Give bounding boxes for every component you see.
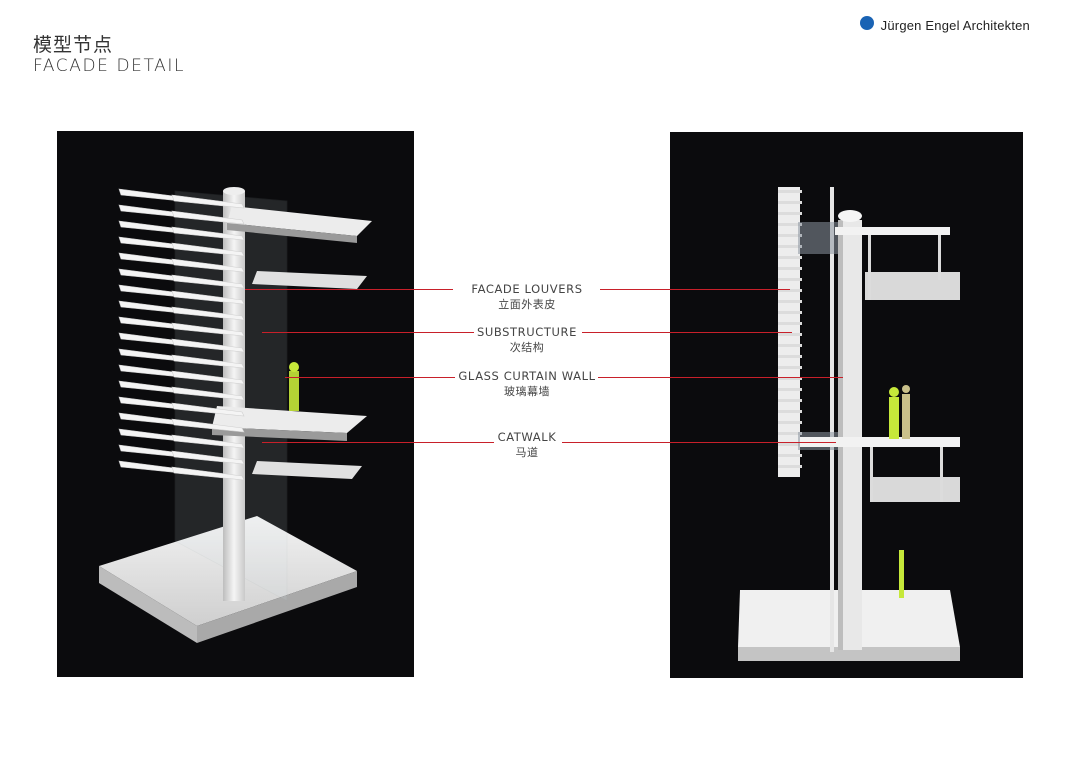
- louver-fin: [171, 242, 245, 257]
- leader-line-glass-left: [285, 377, 455, 378]
- louver-fin: [171, 194, 245, 209]
- louver-fin: [171, 274, 245, 289]
- louver-fin: [171, 306, 245, 321]
- louver-fin: [778, 355, 802, 358]
- louver-fin: [171, 402, 245, 417]
- callout-label-en: GLASS CURTAIN WALL: [458, 369, 596, 383]
- louver-fin: [778, 201, 802, 204]
- louver-fin: [171, 354, 245, 369]
- louver-fin: [778, 190, 802, 193]
- louver-fin: [778, 399, 802, 402]
- louver-fin: [778, 223, 802, 226]
- leader-line-substructure-left: [262, 332, 474, 333]
- brand-logo: Jürgen Engel Architekten: [859, 14, 1030, 36]
- callout-label-cn: 次结构: [509, 341, 545, 354]
- callout-glass-curtain-wall: GLASS CURTAIN WALL 玻璃幕墙: [427, 369, 627, 399]
- louver-fin: [778, 300, 802, 303]
- louver-fin: [171, 386, 245, 401]
- louver-fin: [778, 388, 802, 391]
- louver-fin: [171, 370, 245, 385]
- louver-fin: [778, 465, 802, 468]
- louver-fin: [778, 267, 802, 270]
- louver-fin: [778, 443, 802, 446]
- callout-label-cn: 马道: [515, 446, 539, 459]
- louver-fin: [778, 432, 802, 435]
- leader-line-glass-right: [598, 377, 843, 378]
- model-illustration-front: [99, 187, 372, 643]
- louver-fin: [778, 245, 802, 248]
- callout-catwalk: CATWALK 马道: [427, 430, 627, 460]
- leader-line-substructure-right: [582, 332, 792, 333]
- brand-dot-icon: [859, 16, 874, 30]
- louver-fin: [778, 212, 802, 215]
- louver-fin: [778, 322, 802, 325]
- callout-label-cn: 玻璃幕墙: [504, 385, 550, 398]
- louver-fin: [778, 366, 802, 369]
- louver-fin: [778, 377, 802, 380]
- callout-substructure: SUBSTRUCTURE 次结构: [427, 325, 627, 355]
- leader-line-louvers-right: [600, 289, 790, 290]
- louver-fin: [171, 418, 245, 433]
- leader-line-louvers-left: [245, 289, 453, 290]
- page-title-cn: 模型节点: [33, 34, 114, 56]
- louver-fin: [778, 289, 802, 292]
- model-photo-front: [57, 131, 414, 677]
- model-illustration-side: [738, 187, 960, 661]
- callout-label-en: CATWALK: [497, 430, 557, 444]
- louver-fin: [171, 466, 245, 481]
- louver-fin: [171, 290, 245, 305]
- louver-fin: [778, 410, 802, 413]
- leader-line-catwalk-right: [562, 442, 836, 443]
- brand-name: Jürgen Engel Architekten: [880, 17, 1030, 33]
- louver-fin: [171, 210, 245, 225]
- louver-fin: [778, 256, 802, 259]
- louver-fin: [171, 226, 245, 241]
- louver-fin: [171, 258, 245, 273]
- louver-fin: [778, 278, 802, 281]
- callout-label-en: FACADE LOUVERS: [471, 282, 583, 296]
- louver-fin: [171, 322, 245, 337]
- callout-label-en: SUBSTRUCTURE: [476, 325, 578, 339]
- callout-facade-louvers: FACADE LOUVERS 立面外表皮: [427, 282, 627, 312]
- louver-fin: [778, 333, 802, 336]
- louver-fin: [778, 454, 802, 457]
- louver-fin: [171, 434, 245, 449]
- louver-fin: [778, 421, 802, 424]
- louver-fin: [171, 338, 245, 353]
- leader-line-catwalk-left: [262, 442, 494, 443]
- louver-fin: [778, 344, 802, 347]
- page-title-en: FACADE DETAIL: [33, 56, 186, 76]
- louver-fin: [778, 311, 802, 314]
- callout-label-cn: 立面外表皮: [498, 298, 556, 311]
- louver-fin: [171, 450, 245, 465]
- model-photo-side: [670, 132, 1023, 678]
- louver-fin: [778, 234, 802, 237]
